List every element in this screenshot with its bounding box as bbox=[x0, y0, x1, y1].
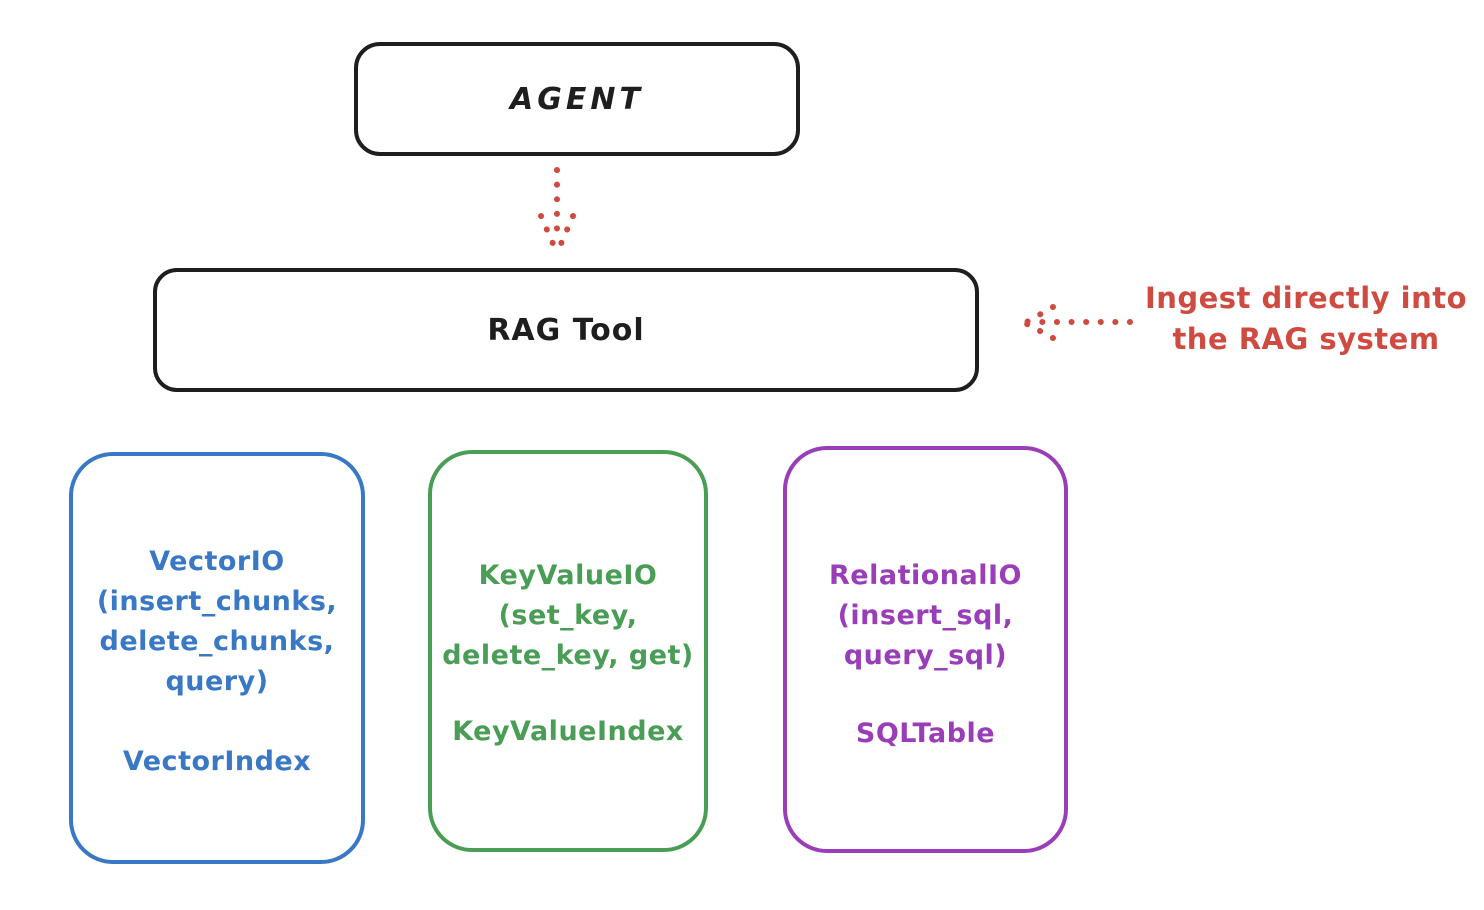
ingest-arrowhead-top bbox=[1022, 304, 1056, 326]
sql-table-label: SQLTable bbox=[855, 718, 996, 749]
agent-label: AGENT bbox=[510, 81, 644, 117]
vector-io-box: VectorIO (insert_chunks, delete_chunks, … bbox=[69, 452, 365, 864]
ingest-arrowhead-bottom bbox=[1022, 320, 1056, 341]
relational-io-label: RelationalIO (insert_sql, query_sql) bbox=[829, 560, 1022, 671]
key-value-io-label: KeyValueIO (set_key, delete_key, get) bbox=[442, 560, 694, 671]
agent-to-rag-arrowhead-left bbox=[538, 213, 560, 256]
relational-io-box: RelationalIO (insert_sql, query_sql) SQL… bbox=[783, 446, 1068, 853]
agent-to-rag-arrowhead-right bbox=[554, 213, 576, 256]
key-value-io-box: KeyValueIO (set_key, delete_key, get) Ke… bbox=[428, 450, 708, 852]
ingest-annotation: Ingest directly into the RAG system bbox=[1144, 281, 1468, 356]
vector-io-label: VectorIO (insert_chunks, delete_chunks, … bbox=[96, 546, 338, 697]
key-value-index-label: KeyValueIndex bbox=[452, 716, 684, 747]
rag-tool-box: RAG Tool bbox=[153, 268, 979, 392]
agent-box: AGENT bbox=[354, 42, 800, 156]
rag-tool-label: RAG Tool bbox=[487, 312, 645, 348]
vector-index-label: VectorIndex bbox=[122, 746, 312, 777]
